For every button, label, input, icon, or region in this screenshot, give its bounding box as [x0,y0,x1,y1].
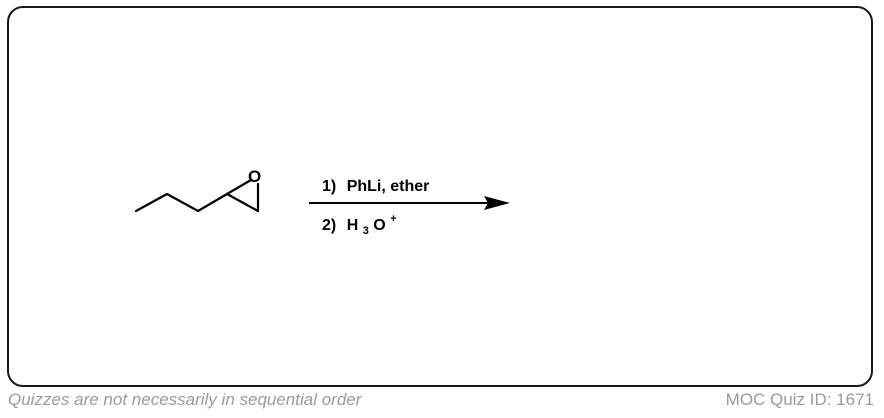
step2-hydrogen: H [347,217,359,234]
arrow-head [484,196,510,210]
sequence-disclaimer: Quizzes are not necessarily in sequentia… [8,390,362,409]
step2-oxygen: O [373,217,385,234]
question-card [7,6,873,387]
step2-reagents: 2) H 3 O + [322,213,397,238]
epoxide-ring-bond-c-c [225,192,260,213]
step1-reagent-text: PhLi, ether [347,178,430,195]
oxygen-atom-label: O [248,167,261,186]
step2-number: 2) [322,217,336,234]
step1-reagents: 1) PhLi, ether [322,178,429,195]
reaction-arrow [309,196,510,210]
epoxide-ring-bond-c-o [225,178,253,196]
step2-superscript: + [390,213,396,225]
quiz-id-label: MOC Quiz ID: 1671 [725,390,874,409]
epoxide-structure: O [134,167,261,213]
butyl-chain-bonds [134,192,229,213]
step1-number: 1) [322,178,336,195]
step2-subscript: 3 [363,225,369,237]
